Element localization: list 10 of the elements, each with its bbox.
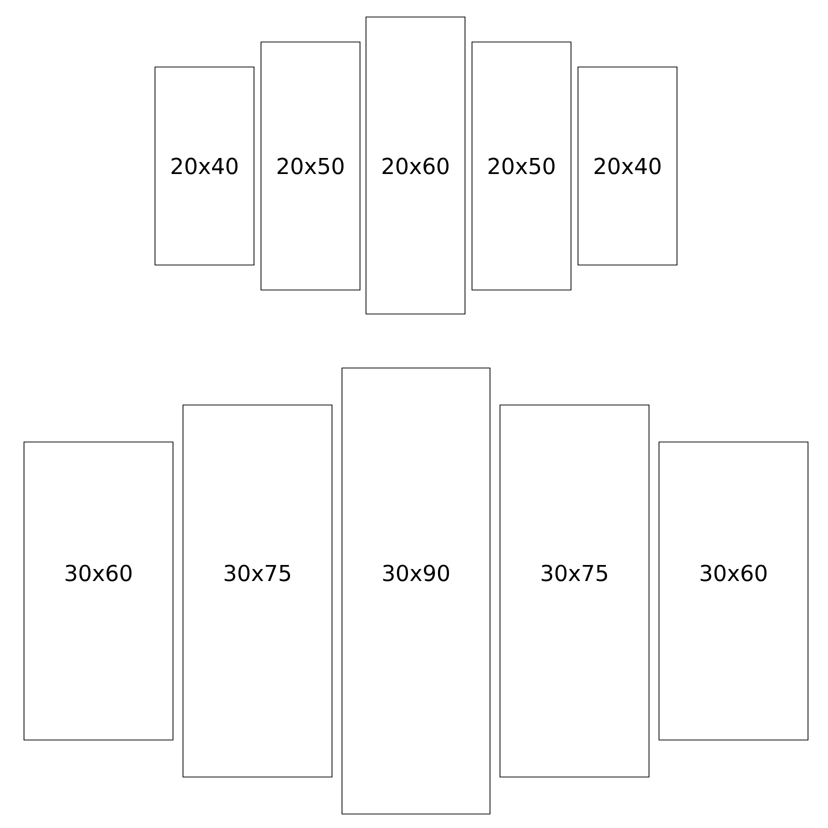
- panel-box: 20x40: [154, 66, 254, 266]
- panel-box: 20x40: [578, 66, 678, 266]
- panel-box: 30x60: [24, 442, 174, 740]
- panel-box: 20x60: [366, 16, 466, 314]
- panel-box: 20x50: [472, 42, 572, 290]
- panel-box: 20x50: [260, 42, 360, 290]
- panel-box: 30x90: [342, 368, 490, 814]
- panel-box: 30x75: [182, 404, 332, 778]
- panel-box: 30x75: [500, 404, 650, 778]
- panel-box: 30x60: [658, 442, 808, 740]
